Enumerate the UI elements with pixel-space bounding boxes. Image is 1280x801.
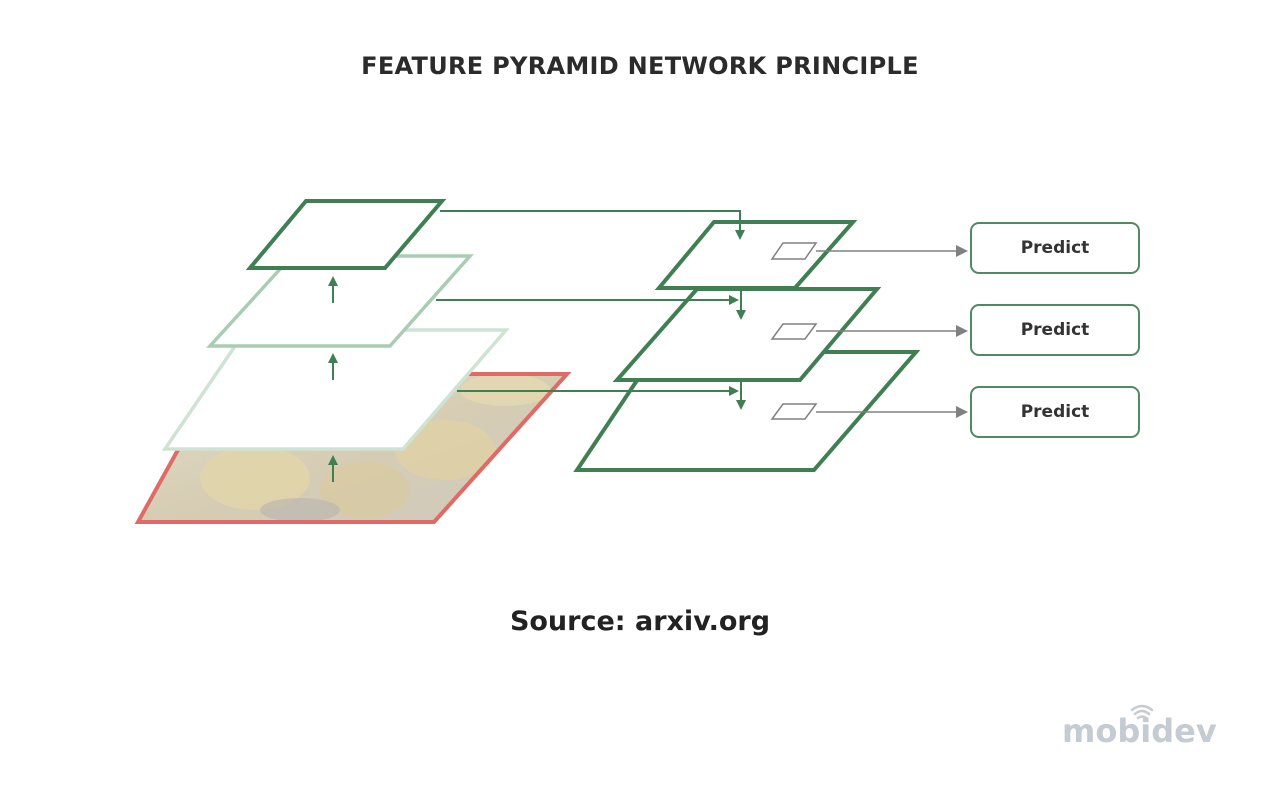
- diagram-title: FEATURE PYRAMID NETWORK PRINCIPLE: [361, 52, 919, 80]
- feature-window-1: [770, 242, 968, 260]
- predict-box-1: Predict: [970, 222, 1140, 274]
- source-caption: Source: arxiv.org: [509, 606, 771, 637]
- mobidev-logo: mobidev: [1062, 704, 1217, 748]
- predict-box-3: Predict: [970, 386, 1140, 438]
- lateral-connection: [440, 210, 745, 240]
- top-down-layer-1: [654, 220, 858, 290]
- bottom-up-layer-2: [206, 254, 474, 348]
- top-down-layer-2: [612, 287, 882, 382]
- logo-text: mobidev: [1062, 712, 1217, 748]
- bottom-up-layer-1: [245, 199, 447, 270]
- feature-window-2: [770, 323, 968, 340]
- feature-window-3: [770, 403, 968, 420]
- bottom-up-layer-3: [161, 328, 510, 451]
- predict-box-2: Predict: [970, 304, 1140, 356]
- wifi-signal-icon: [1130, 704, 1154, 720]
